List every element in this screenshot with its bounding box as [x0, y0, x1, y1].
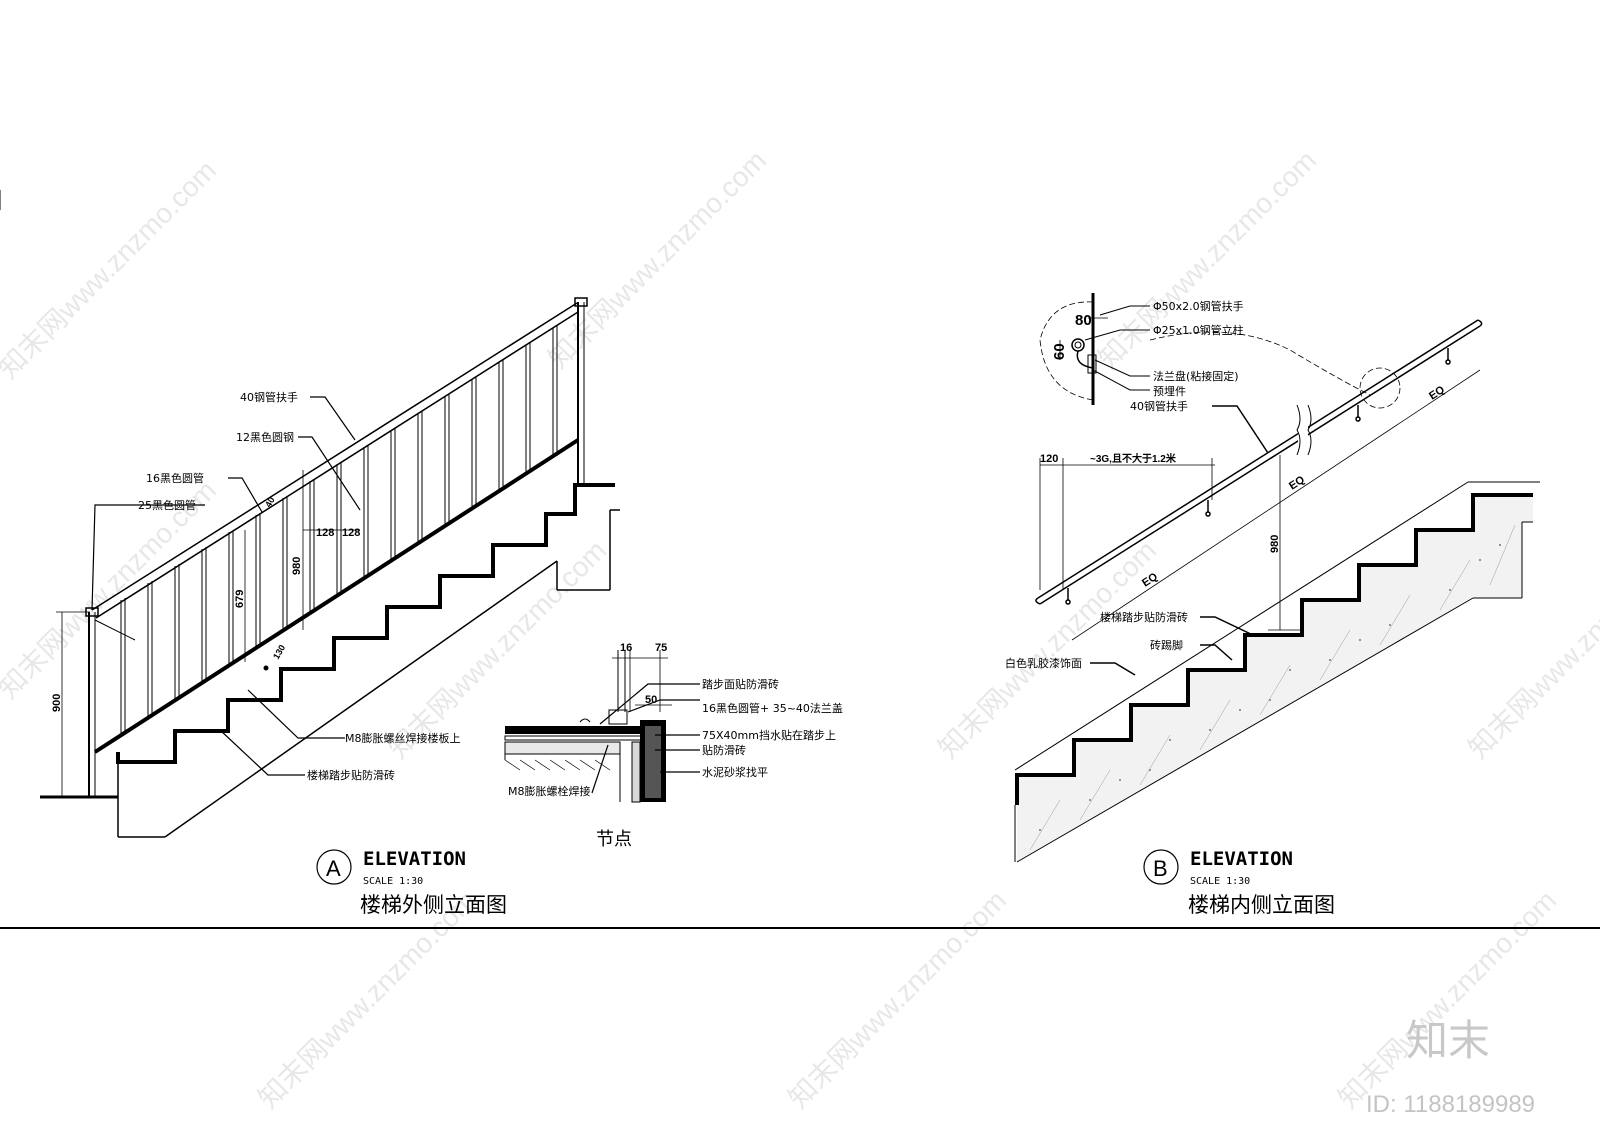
balusters — [120, 326, 558, 735]
drawing-b-inner-elevation — [1014, 293, 1540, 863]
label-paint: 白色乳胶漆饰面 — [1005, 656, 1082, 670]
label-pipe25: 25黑色圆管 — [138, 498, 196, 512]
leader-pipe25 — [91, 504, 205, 611]
node-detail-text: 16 75 50 踏步面贴防滑砖 16黑色圆管+ 35~40法兰盖 75X40m… — [508, 642, 843, 850]
watermark: 知末网www.znzmo.com — [542, 144, 772, 374]
dim-50: 50 — [645, 694, 657, 706]
drawing-a-text: 40钢管扶手 12黑色圆钢 16黑色圆管 25黑色圆管 M8膨胀螺丝焊接楼板上 … — [51, 390, 507, 917]
dim-679: 679 — [234, 590, 246, 608]
drawing-b-text: Φ50x2.0钢管扶手 Φ25x1.0钢管立柱 法兰盘(粘接固定) 预埋件 40… — [1005, 299, 1447, 917]
section-letter-a: A — [326, 856, 341, 881]
title-a: ELEVATION — [363, 848, 466, 870]
node-detail — [504, 650, 700, 803]
leader-handrail-b — [1212, 405, 1269, 454]
leader-handrail — [310, 396, 356, 441]
label-embed: 预埋件 — [1153, 385, 1186, 398]
label-skirting: 砖踢脚 — [1150, 638, 1183, 652]
section-marker-a — [316, 849, 352, 885]
label-bolt: M8膨胀螺栓焊接 — [508, 784, 591, 798]
title-b: ELEVATION — [1190, 848, 1293, 870]
scale-a: SCALE 1:30 — [363, 876, 423, 887]
brand-logo: 知末 — [1406, 1016, 1490, 1065]
image-id: ID: 1188189989 — [1366, 1091, 1535, 1118]
stair-mass — [1017, 495, 1533, 862]
dim-eq: EQ — [1287, 474, 1307, 493]
leader-round-steel — [298, 436, 361, 511]
leader-m8 — [247, 689, 345, 739]
dim-40: 40 — [263, 495, 277, 509]
label-pipe-flange: 16黑色圆管+ 35~40法兰盖 — [702, 701, 843, 715]
label-tread-surface: 踏步面贴防滑砖 — [702, 677, 779, 691]
label-round-steel: 12黑色圆钢 — [236, 430, 294, 444]
label-handrail-b: 40钢管扶手 — [1130, 399, 1188, 413]
label-flange: 法兰盘(粘接固定) — [1153, 369, 1239, 383]
watermark: 知末网www.znzmo.com — [252, 884, 482, 1114]
watermark: 知末网www.znzmo.com — [932, 534, 1162, 764]
caption-b: 楼梯内侧立面图 — [1188, 893, 1335, 917]
dim-60: 60 — [1051, 343, 1068, 360]
leader-paint — [1090, 662, 1136, 676]
caption-a: 楼梯外侧立面图 — [360, 893, 507, 917]
label-mortar: 水泥砂浆找平 — [702, 765, 768, 779]
dim-128: 128 — [316, 527, 334, 539]
label-drip: 75X40mm挡水贴在踏步上 — [702, 728, 836, 742]
leader-skirting — [1200, 644, 1233, 661]
label-tread-tile: 楼梯踏步贴防滑砖 — [307, 768, 395, 782]
dim-80: 80 — [1075, 312, 1092, 329]
leader-tread-b — [1200, 616, 1256, 637]
dim-120: 120 — [1040, 453, 1058, 465]
label-handrail: 40钢管扶手 — [240, 390, 298, 404]
leader-pipe16 — [228, 477, 263, 513]
label-tile: 贴防滑砖 — [702, 743, 746, 757]
label-pipe16: 16黑色圆管 — [146, 471, 204, 485]
label-tread-b: 楼梯踏步贴防滑砖 — [1100, 610, 1188, 624]
label-pipe25-b: Φ25x1.0钢管立柱 — [1153, 323, 1244, 337]
drawing-a-outer-elevation — [40, 297, 620, 838]
dim-130: 130 — [271, 643, 287, 661]
handrail-b — [1037, 319, 1479, 599]
scale-b: SCALE 1:30 — [1190, 876, 1250, 887]
watermark: 知末网www.znzmo.com — [1332, 884, 1562, 1114]
leader-tread — [219, 729, 305, 776]
node-title: 节点 — [596, 829, 632, 850]
section-marker-b — [1143, 849, 1179, 885]
dim-spacing: ~3G,且不大于1.2米 — [1090, 452, 1177, 465]
watermark: 知末网www.znzmo.com — [1092, 144, 1322, 374]
dim-16: 16 — [620, 642, 632, 654]
dim-980-b: 980 — [1269, 535, 1281, 553]
watermark: 知末网www.znzmo.com — [782, 884, 1012, 1114]
label-m8-bolt: M8膨胀螺丝焊接楼板上 — [345, 731, 461, 745]
stair-profile-b — [1015, 493, 1533, 805]
stair-profile — [116, 483, 615, 764]
dim-900: 900 — [51, 694, 63, 712]
label-pipe50: Φ50x2.0钢管扶手 — [1153, 299, 1244, 313]
dim-75: 75 — [655, 642, 667, 654]
watermark: 知末网www.znzmo.com — [0, 154, 222, 384]
dim-980: 980 — [291, 557, 303, 575]
section-letter-b: B — [1153, 856, 1168, 881]
dim-128: 128 — [342, 527, 360, 539]
dim-eq: EQ — [1427, 384, 1447, 403]
handrail — [91, 302, 578, 611]
